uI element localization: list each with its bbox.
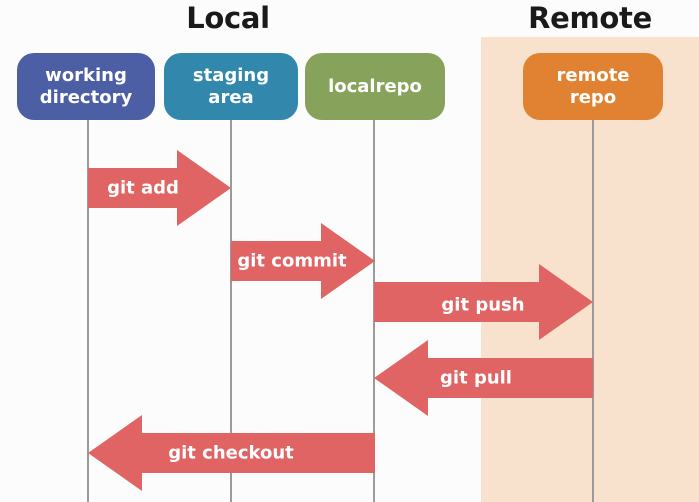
node-label-localrepo: localrepo	[328, 76, 422, 97]
arrow-git-commit	[231, 223, 375, 299]
arrow-git-push	[374, 264, 593, 340]
arrow-git-add	[88, 150, 231, 226]
arrow-git-checkout	[88, 415, 375, 491]
lifeline-working-directory	[87, 120, 89, 502]
node-label-line: area	[208, 86, 254, 108]
node-label-line: localrepo	[328, 75, 422, 97]
node-label-line: staging	[192, 65, 270, 87]
lifeline-staging-area	[230, 120, 232, 502]
node-label-line: directory	[39, 86, 133, 108]
node-label-line: repo	[569, 86, 617, 108]
lifeline-remote-repo	[592, 120, 594, 502]
node-localrepo[interactable]: localrepo	[305, 53, 445, 120]
node-label-line: remote	[556, 65, 630, 87]
arrow-git-pull	[374, 340, 593, 416]
region-title-local: Local	[186, 1, 270, 35]
region-title-remote: Remote	[528, 1, 652, 35]
node-label-line: working	[45, 65, 127, 87]
